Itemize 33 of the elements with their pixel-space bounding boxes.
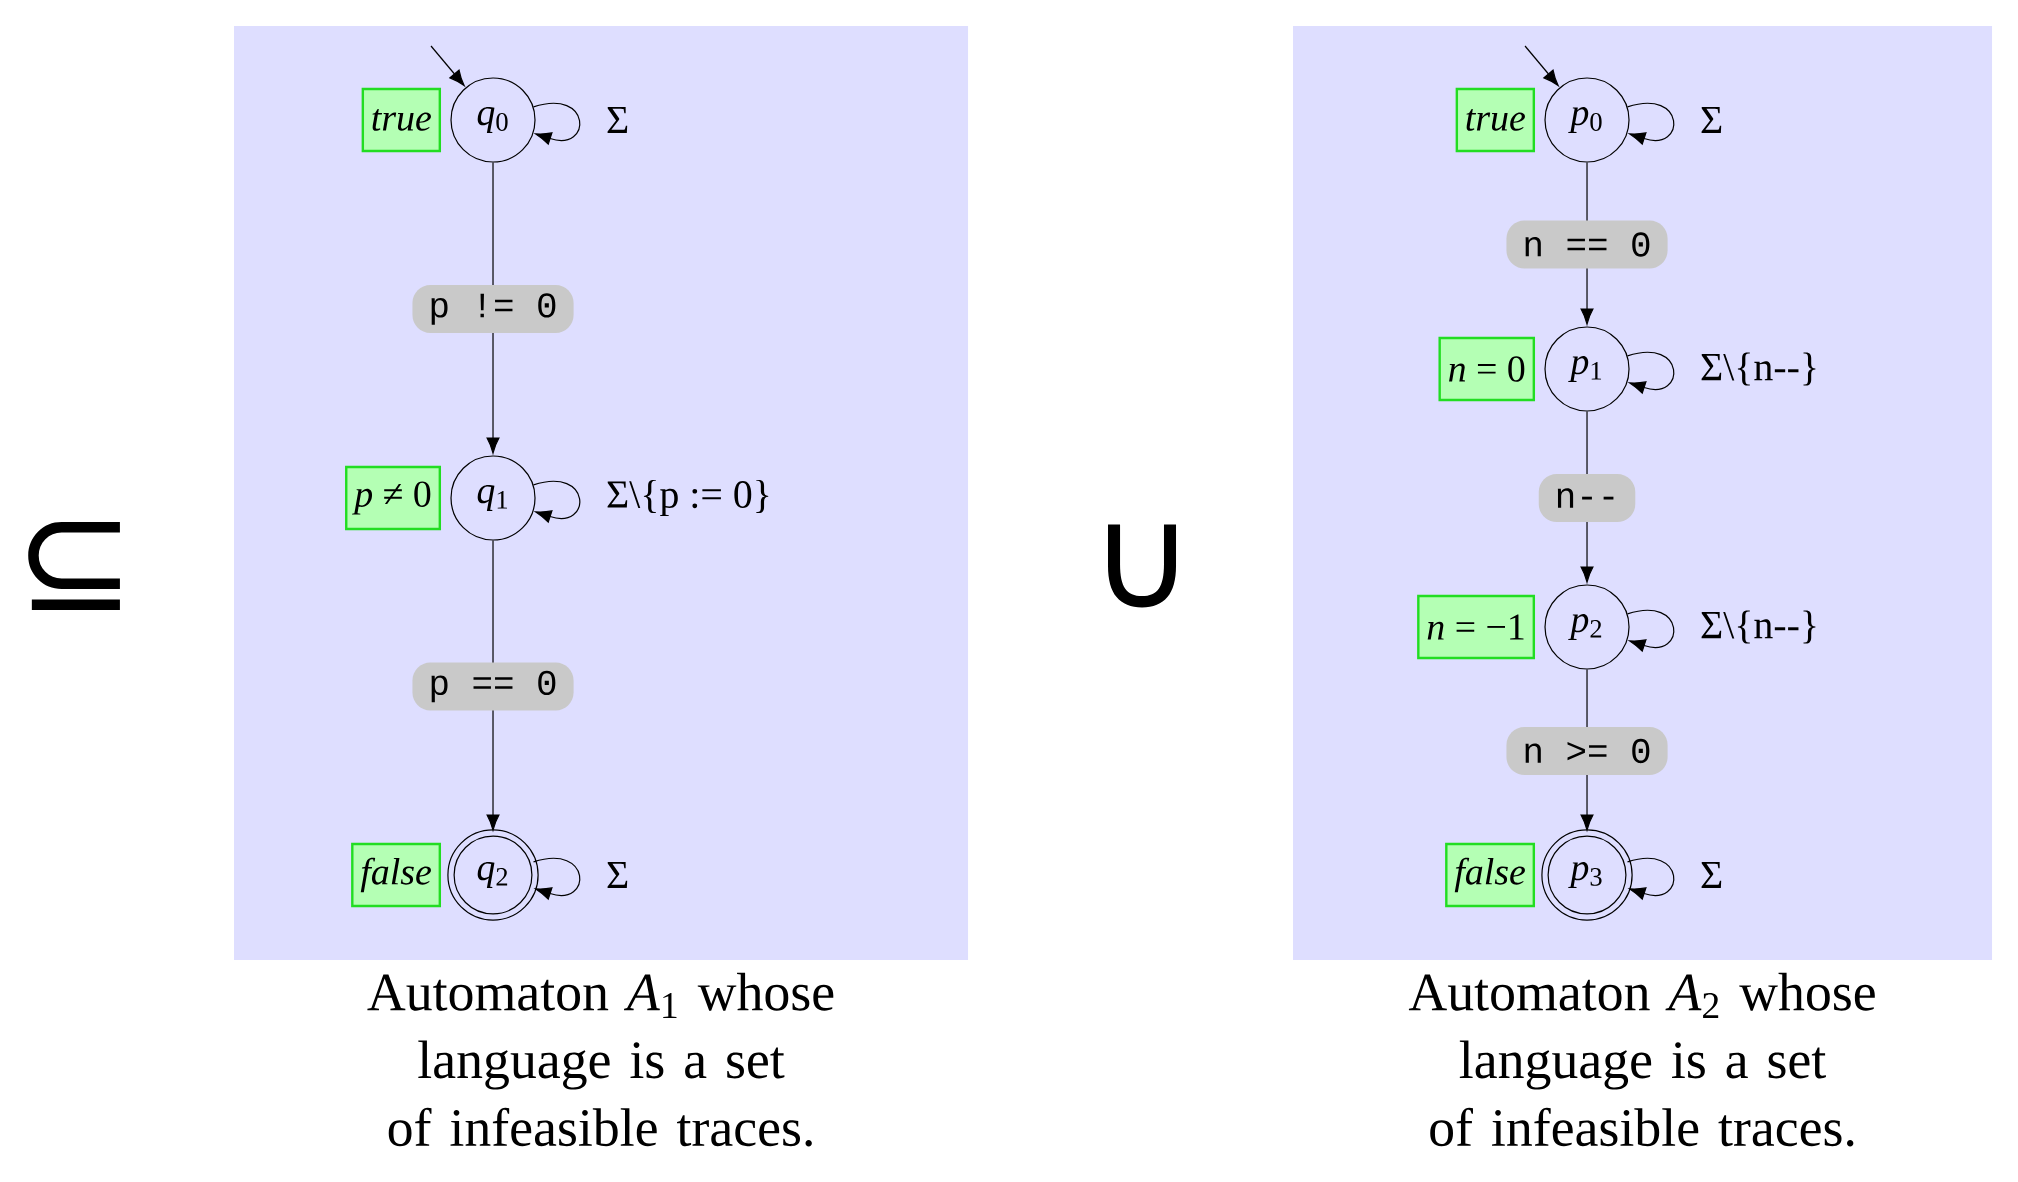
condition-box: false [1445, 842, 1535, 908]
arrow [1626, 857, 1675, 900]
condition-box: true [361, 87, 441, 153]
condition-box: n = 0 [1438, 336, 1535, 402]
node-label: Automaton A$_{2}$ whose language is a set of infeasible traces. [1408, 972, 1875, 1147]
arrow [532, 480, 581, 523]
arrow [1626, 609, 1675, 652]
edge-label: Σ\{n--} [1701, 610, 1816, 644]
condition-box: n = −1 [1417, 594, 1535, 660]
condition-box: false [351, 842, 441, 908]
arrow [1626, 102, 1675, 145]
edge-label: Σ [607, 861, 628, 889]
edge-label: Σ\{p := 0} [607, 479, 769, 517]
panel [1293, 26, 1993, 960]
panel [234, 26, 969, 960]
arrow [532, 102, 581, 145]
math-symbol: ∪ [1108, 524, 1176, 608]
edge-label: Σ [1701, 106, 1722, 134]
arrow [532, 857, 581, 900]
edge-label: p != 0 [412, 285, 574, 333]
edge-label: Σ [1701, 861, 1722, 889]
edge-label: Σ\{n--} [1701, 352, 1816, 386]
arrow [430, 45, 465, 87]
condition-box: true [1455, 87, 1535, 153]
math-symbol: ⊆ [28, 522, 120, 610]
edge-label: n == 0 [1506, 220, 1668, 269]
condition-box: p ≠ 0 [345, 465, 441, 531]
edge-label: n >= 0 [1506, 727, 1668, 775]
edge-label: p == 0 [412, 662, 574, 711]
arrow [1524, 45, 1559, 87]
arrow [1626, 351, 1675, 394]
edge-label: Σ [607, 106, 628, 134]
node-label: Automaton A$_{1}$ whose language is a set of infeasible traces. [367, 972, 834, 1147]
